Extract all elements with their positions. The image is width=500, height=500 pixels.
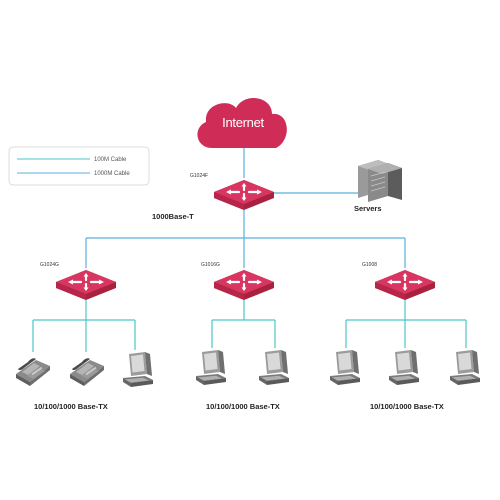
desktop-computer-icon [389, 350, 419, 385]
access-cables [32, 300, 467, 352]
access-switch-1-model: G1024G [40, 262, 59, 268]
servers: Servers [354, 160, 402, 213]
access-switch-2: G1016G [201, 262, 276, 302]
router-switch-icon [54, 268, 118, 302]
uplink-port-label: 1000Base-T [152, 212, 194, 221]
device-group-1: 10/100/1000 Base-TX [16, 352, 153, 411]
server-icon [358, 160, 402, 202]
legend: 100M Cable 1000M Cable [8, 146, 150, 186]
device-group-3: 10/100/1000 Base-TX [330, 350, 480, 411]
desktop-computer-icon [450, 350, 480, 385]
port-label-group-3: 10/100/1000 Base-TX [370, 402, 444, 411]
internet-label: Internet [222, 115, 264, 130]
legend-label-1000m: 1000M Cable [94, 171, 130, 177]
cloud-icon [197, 97, 287, 148]
access-switch-2-model: G1016G [201, 262, 220, 268]
desktop-computer-icon [196, 350, 226, 385]
desktop-computer-icon [330, 350, 360, 385]
core-switch: G1024F 1000Base-T [152, 173, 276, 221]
ip-phone-icon [70, 358, 104, 386]
access-switch-3-model: G1008 [362, 262, 377, 268]
internet-cloud: Internet [197, 97, 287, 148]
legend-box [8, 146, 150, 186]
router-switch-icon [373, 268, 437, 302]
router-switch-icon [212, 178, 276, 212]
uplink-cables [85, 148, 406, 268]
access-switch-1: G1024G [40, 262, 118, 302]
legend-label-100m: 100M Cable [94, 157, 127, 163]
ip-phone-icon [16, 358, 50, 386]
access-switch-3: G1008 [362, 262, 437, 302]
desktop-computer-icon [259, 350, 289, 385]
device-group-2: 10/100/1000 Base-TX [196, 350, 289, 411]
router-switch-icon [212, 268, 276, 302]
port-label-group-2: 10/100/1000 Base-TX [206, 402, 280, 411]
servers-label: Servers [354, 204, 382, 213]
desktop-computer-icon [123, 352, 153, 387]
core-switch-model: G1024F [190, 173, 208, 179]
port-label-group-1: 10/100/1000 Base-TX [34, 402, 108, 411]
